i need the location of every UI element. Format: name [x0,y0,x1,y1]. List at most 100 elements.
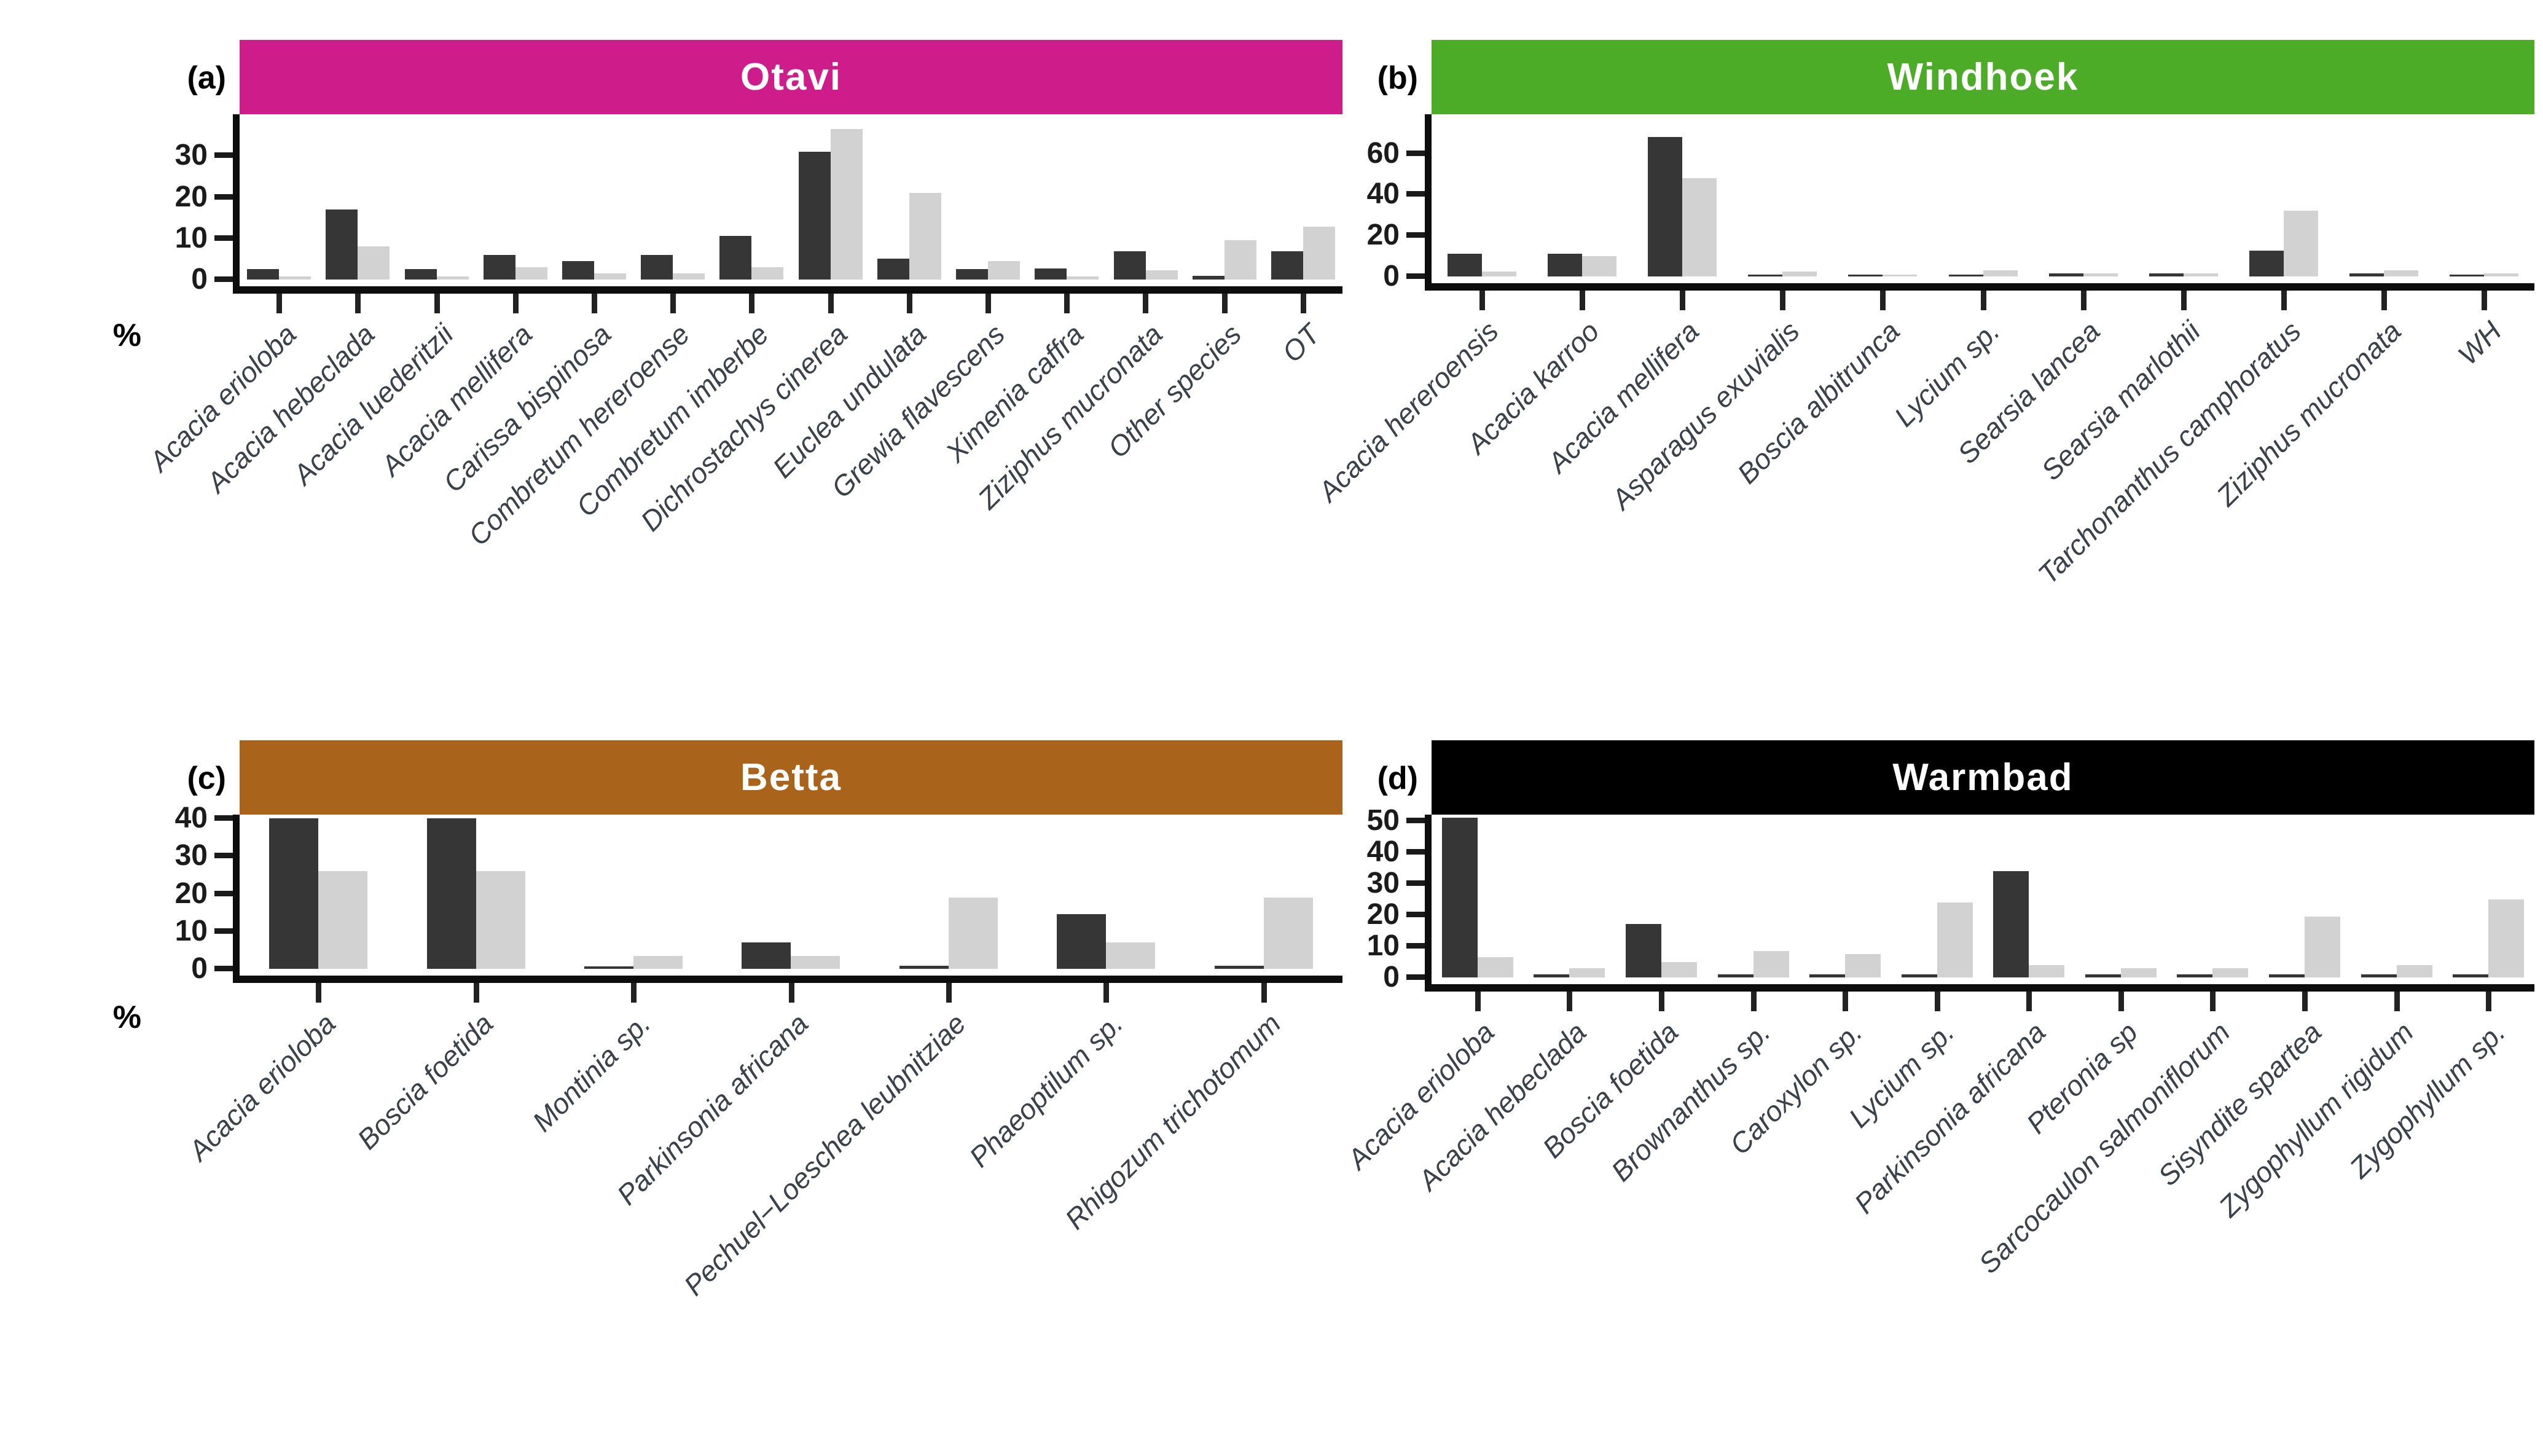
x-tick [1780,291,1786,310]
x-tick [946,983,952,1003]
x-tick [2486,992,2492,1011]
bar-light [1477,957,1513,977]
bar-dark [2349,273,2384,276]
category-slot [1733,114,1833,276]
bar-light [948,897,998,969]
category-slot [240,114,318,280]
bar-light [2083,273,2118,276]
y-tick [1406,150,1425,156]
bars [1432,815,2534,977]
bar-dark [2085,974,2121,977]
x-tick [2281,291,2287,310]
x-axis-label: Ximenia caffra [939,318,1090,469]
y-tick [214,276,233,282]
category-slot [1432,114,1532,276]
bar-dark [1625,924,1661,977]
category-slot [2234,114,2334,276]
bar-dark [1948,274,1983,276]
x-tick [631,983,637,1003]
x-tick [2394,992,2400,1011]
x-tick [1143,294,1149,313]
category-slot [1799,815,1891,977]
y-axis-label: % [112,1000,141,1035]
category-slot [2133,114,2233,276]
category-slot [1983,815,2075,977]
x-tick [2026,992,2032,1011]
category-slot [1185,815,1342,969]
y-tick-label: 20 [174,877,208,910]
bar-light [1067,276,1099,280]
bar-dark [1113,251,1146,280]
bar-dark [1848,274,1883,276]
bar-dark [2361,974,2397,977]
x-tick [1880,291,1886,310]
category-slot [1707,815,1800,977]
category-slot [870,114,949,280]
y-tick-label: 40 [174,802,208,835]
x-axis-line [233,976,1342,983]
strip-header-otavi: Otavi [240,40,1342,114]
x-tick [1261,983,1267,1003]
y-tick-label: 0 [191,952,208,985]
bar-light [2120,968,2157,977]
x-tick [828,294,834,313]
panel-letter-b: (b) [1377,60,1418,96]
x-axis-label: Brownanthus sp. [1604,1016,1777,1188]
strip-header-windhoek: Windhoek [1432,40,2534,114]
bar-dark [326,209,358,280]
bar-dark [1271,251,1303,280]
bar-light [1782,271,1817,276]
strip-header-betta: Betta [240,740,1342,815]
category-slot [1933,114,2033,276]
x-tick [1479,291,1485,310]
x-axis-label: Acacia hebeclada [1412,1016,1593,1197]
bar-light [2384,270,2419,276]
bar-light [1224,240,1256,280]
bar-dark [426,818,476,969]
bar-dark [956,269,989,280]
bar-light [436,276,469,280]
x-axis-label: Ziziphus mucronata [2210,315,2407,512]
category-slot [791,114,870,280]
y-tick [214,194,233,200]
x-tick [985,294,992,313]
x-tick [1103,983,1110,1003]
y-tick-label: 0 [191,263,208,296]
x-tick [1064,294,1070,313]
bar-dark [1192,275,1224,280]
category-slot [318,114,397,280]
bar-dark [1447,254,1482,276]
x-tick [434,294,440,313]
category-slot [712,114,791,280]
y-tick [214,853,233,859]
category-slot [1185,114,1264,280]
bar-dark [1214,966,1264,969]
bar-light [1753,950,1789,977]
y-tick [214,235,233,241]
y-tick-label: 30 [174,139,208,172]
y-tick-label: 30 [174,839,208,872]
category-slot [1524,815,1616,977]
x-tick [355,294,361,313]
x-tick [1980,291,1986,310]
y-tick-label: 20 [174,180,208,213]
y-tick [1406,273,1425,279]
bar-dark [584,966,634,969]
bar-dark [1035,268,1067,280]
x-axis-line [1425,283,2534,291]
y-axis-label: % [112,318,141,353]
bar-light [1145,270,1178,280]
category-slot [1432,815,1524,977]
bar-dark [1748,274,1783,276]
bar-dark [641,254,673,280]
bar-dark [1057,914,1107,969]
x-tick [1475,992,1481,1011]
y-tick-label: 40 [1366,178,1400,211]
bar-light [594,273,626,280]
bars [240,815,1342,969]
